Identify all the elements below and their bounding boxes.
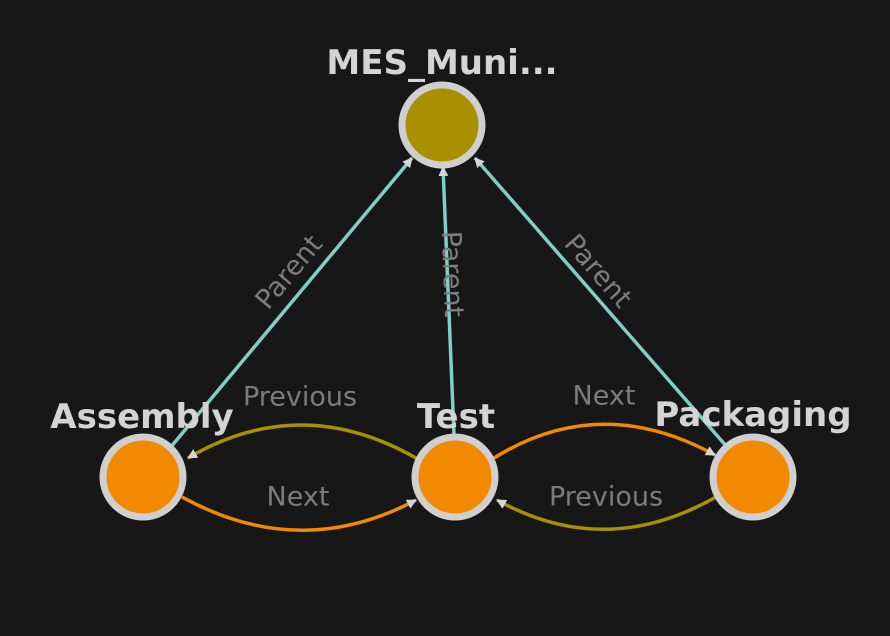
node-label-packaging: Packaging <box>654 395 851 435</box>
node-label-assembly: Assembly <box>50 397 233 437</box>
edges-layer <box>168 156 729 532</box>
node-packaging[interactable] <box>709 433 797 521</box>
node-labels-layer: MES_Muni... Assembly Test Packaging <box>50 43 851 437</box>
node-root[interactable] <box>398 81 486 169</box>
edge-packaging-previous[interactable] <box>496 495 717 531</box>
node-test[interactable] <box>411 433 499 521</box>
node-label-test: Test <box>417 397 495 437</box>
edge-label-test-previous: Previous <box>243 382 357 413</box>
node-assembly[interactable] <box>99 433 187 521</box>
edge-assembly-next[interactable] <box>181 495 417 532</box>
edge-label-test-parent: Parent <box>435 230 469 317</box>
edge-test-parent[interactable] <box>438 166 456 436</box>
edge-label-test-next: Next <box>573 381 636 412</box>
edge-test-next[interactable] <box>493 422 716 460</box>
edge-label-assembly-next: Next <box>267 482 330 513</box>
edge-assembly-parent[interactable] <box>168 156 414 450</box>
edge-test-previous[interactable] <box>187 423 417 460</box>
edge-packaging-parent[interactable] <box>473 156 729 449</box>
node-label-root: MES_Muni... <box>326 43 557 83</box>
nodes-layer <box>99 81 797 521</box>
edge-label-packaging-previous: Previous <box>549 482 663 513</box>
